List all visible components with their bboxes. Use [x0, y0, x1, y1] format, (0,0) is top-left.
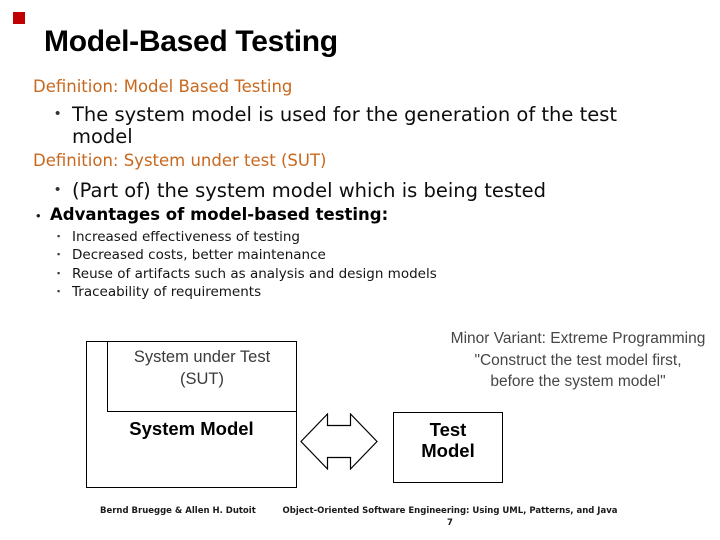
square-bullet-icon: ▪ — [57, 231, 61, 241]
bullet-text-generation: The system model is used for the generat… — [72, 103, 618, 148]
sut-box-line2: (SUT) — [180, 370, 224, 388]
square-bullet-icon: ▪ — [57, 249, 61, 259]
system-model-label: System Model — [129, 418, 254, 439]
footer-book-block: Object-Oriented Software Engineering: Us… — [278, 506, 622, 529]
advantage-item: Increased effectiveness of testing — [72, 229, 300, 245]
note-line: before the system model" — [490, 373, 666, 390]
advantage-item: Traceability of requirements — [72, 284, 262, 300]
advantages-heading: Advantages of model-based testing: — [50, 205, 389, 224]
list-item: ▪ Traceability of requirements — [57, 284, 261, 300]
note-line: "Construct the test model first, — [474, 351, 682, 369]
bullet-icon: • — [55, 105, 61, 122]
list-item: ▪ Increased effectiveness of testing — [57, 229, 300, 245]
footer-book-title: Object-Oriented Software Engineering: Us… — [282, 506, 618, 516]
list-item: ▪ Decreased costs, better maintenance — [57, 247, 326, 263]
system-under-test-box: System under Test (SUT) — [107, 341, 297, 412]
footer-authors: Bernd Bruegge & Allen H. Dutoit — [100, 506, 256, 516]
test-box-line2: Model — [421, 440, 475, 461]
square-bullet-icon: ▪ — [57, 268, 61, 278]
advantage-item: Reuse of artifacts such as analysis and … — [72, 266, 437, 282]
test-box-line1: Test — [429, 419, 467, 440]
note-line: Minor Variant: Extreme Programming — [450, 330, 706, 347]
double-arrow-icon — [300, 413, 378, 470]
bullet-icon: • — [55, 181, 61, 198]
minor-variant-note: Minor Variant: Extreme Programming "Cons… — [427, 328, 720, 393]
advantage-item: Decreased costs, better maintenance — [72, 247, 326, 263]
bullet-text-part-of: (Part of) the system model which is bein… — [72, 179, 547, 202]
footer-page-number: 7 — [447, 517, 453, 528]
square-bullet-icon: ▪ — [57, 286, 61, 296]
definition-label-sut: Definition: System under test (SUT) — [33, 151, 327, 170]
test-model-box: Test Model — [393, 412, 503, 483]
red-square-icon — [13, 12, 25, 24]
definition-label-model-based-testing: Definition: Model Based Testing — [33, 77, 293, 96]
sut-box-line1: System under Test — [133, 348, 271, 366]
list-item: ▪ Reuse of artifacts such as analysis an… — [57, 266, 437, 282]
bullet-icon: • — [36, 208, 41, 223]
slide-title: Model-Based Testing — [44, 25, 338, 58]
